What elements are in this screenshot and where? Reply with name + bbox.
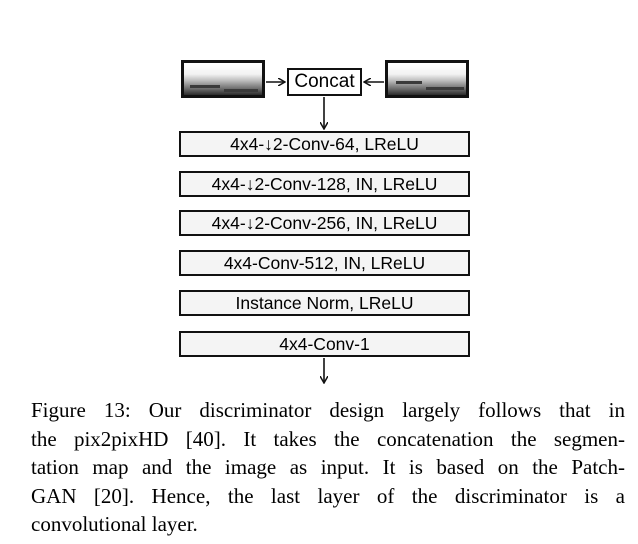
discriminator-diagram: Concat 4x4-↓2-Conv-64, LReLU 4x4-↓2-Conv… [179, 0, 470, 400]
caption-line: Figure 13: Our discriminator design larg… [31, 398, 625, 422]
layer-label: Instance Norm, LReLU [235, 292, 414, 313]
diagram-arrows [266, 0, 384, 400]
layer-conv-128: 4x4-↓2-Conv-128, IN, LReLU [179, 171, 470, 197]
layer-instance-norm: Instance Norm, LReLU [179, 290, 470, 316]
layer-label: 4x4-Conv-512, IN, LReLU [223, 252, 426, 273]
caption-line: the pix2pixHD [40]. It takes the concate… [31, 426, 625, 451]
layer-label: 4x4-Conv-1 [279, 333, 370, 354]
layer-conv-1: 4x4-Conv-1 [179, 331, 470, 357]
segmentation-map-thumbnail [181, 60, 265, 98]
layer-label: 4x4-↓2-Conv-256, IN, LReLU [211, 212, 438, 233]
layer-conv-256: 4x4-↓2-Conv-256, IN, LReLU [179, 210, 470, 236]
layer-label: 4x4-↓2-Conv-64, LReLU [230, 133, 419, 154]
concat-box: Concat [287, 68, 362, 96]
image-thumbnail [385, 60, 469, 98]
figure-caption: Figure 13: Our discriminator design larg… [31, 396, 625, 539]
caption-line: tation map and the image as input. It is… [31, 455, 625, 479]
caption-line: GAN [20]. Hence, the last layer of the d… [31, 483, 625, 508]
layer-conv-64: 4x4-↓2-Conv-64, LReLU [179, 131, 470, 157]
caption-line: convolutional layer. [31, 512, 198, 536]
concat-label: Concat [294, 71, 355, 92]
layer-conv-512: 4x4-Conv-512, IN, LReLU [179, 250, 470, 276]
layer-label: 4x4-↓2-Conv-128, IN, LReLU [211, 173, 438, 194]
